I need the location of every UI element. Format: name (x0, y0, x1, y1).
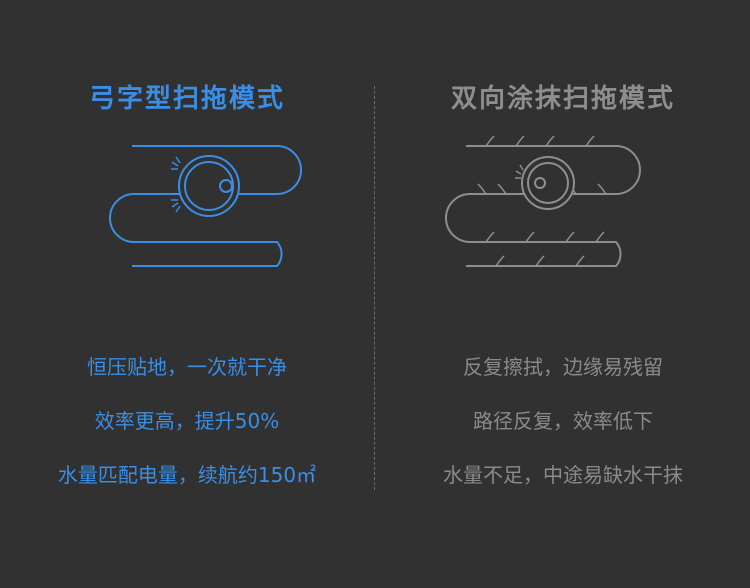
back-and-forth-mode-column: 双向涂抹扫拖模式 (376, 0, 750, 588)
zigzag-path-diagram (109, 145, 302, 267)
feature-item: 路径反复，效率低下 (473, 409, 653, 433)
zigzag-mode-title: 弓字型扫拖模式 (88, 84, 285, 114)
zigzag-mode-column: 弓字型扫拖模式 恒压贴地，一次就干净 效率更高，提升50% 水量匹 (0, 0, 374, 588)
feature-item: 恒压贴地，一次就干净 (87, 355, 287, 379)
back-and-forth-feature-list: 反复擦拭，边缘易残留 路径反复，效率低下 水量不足，中途易缺水干抹 (376, 348, 750, 510)
back-and-forth-mode-title: 双向涂抹扫拖模式 (450, 84, 675, 114)
zigzag-path-line (109, 145, 302, 267)
path-reverse-marks (477, 136, 607, 267)
back-and-forth-path-line (445, 145, 641, 267)
feature-item: 效率更高，提升50% (94, 409, 280, 433)
back-and-forth-path-diagram (445, 136, 641, 267)
feature-item: 反复擦拭，边缘易残留 (463, 355, 663, 379)
robot-vacuum-icon (171, 155, 240, 217)
dashed-divider (374, 86, 375, 490)
robot-vacuum-icon (515, 156, 575, 210)
feature-item: 水量匹配电量，续航约150㎡ (57, 463, 317, 487)
feature-item: 水量不足，中途易缺水干抹 (443, 463, 683, 487)
zigzag-feature-list: 恒压贴地，一次就干净 效率更高，提升50% 水量匹配电量，续航约150㎡ (0, 348, 374, 510)
